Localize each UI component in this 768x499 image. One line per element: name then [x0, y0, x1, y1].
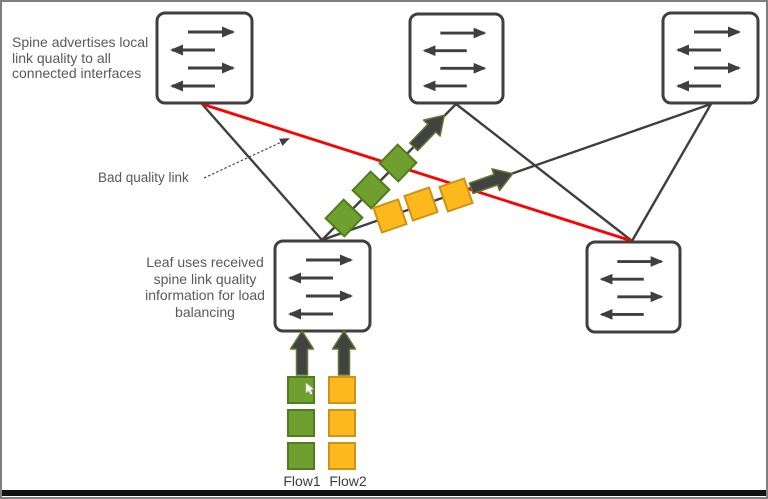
- flow2-packets-on-link: [372, 162, 518, 234]
- flow1-packet: [378, 143, 418, 183]
- bad-link-pointer-arrow: [203, 138, 290, 179]
- flow1-queue: [287, 376, 315, 470]
- flow2-packet: [438, 177, 474, 213]
- spine-switch-1: [155, 11, 254, 105]
- flow1-packet: [351, 170, 391, 210]
- leaf-switch-1: [273, 239, 372, 333]
- flow1-packet: [324, 198, 364, 238]
- thick-up-arrow-icon: [289, 330, 315, 376]
- spine-switch-3: [661, 11, 760, 105]
- flow1-packet: [287, 376, 315, 404]
- bad-quality-link: [201, 102, 633, 243]
- flow2-packet: [328, 376, 356, 404]
- leaf-note: Leaf uses received spine link quality in…: [145, 254, 265, 320]
- flow1-packet: [287, 442, 315, 470]
- flow2-packet: [403, 186, 439, 222]
- link-spine3-leaf2: [630, 103, 713, 242]
- link-spine1-leaf1: [201, 103, 323, 241]
- flow1-packet: [287, 409, 315, 437]
- flow2-label: Flow2: [329, 473, 367, 489]
- spine-switch-2-box: [408, 12, 505, 105]
- thick-up-right-arrow-icon: [466, 162, 518, 200]
- flow2-packet: [328, 409, 356, 437]
- bottom-edge-bar: [2, 490, 766, 496]
- spine-switch-1-box: [155, 11, 254, 105]
- leaf-switch-2: [585, 240, 682, 334]
- leaf-switch-1-box: [273, 239, 372, 333]
- link-spine2-leaf2: [455, 103, 633, 242]
- spine-switch-3-box: [661, 11, 760, 105]
- leaf-switch-2-box: [585, 240, 682, 334]
- flow1-label: Flow1: [283, 473, 321, 489]
- flow2-packet: [328, 442, 356, 470]
- ingress-arrows: [289, 330, 357, 376]
- flow2-queue: [328, 376, 356, 470]
- thick-up-arrow-icon: [331, 330, 357, 376]
- fabric-links: [201, 102, 713, 243]
- flow2-packet: [372, 198, 408, 234]
- mouse-cursor-icon: [305, 382, 315, 395]
- flow1-packets-on-link: [324, 106, 454, 238]
- spine-note: Spine advertises local link quality to a…: [12, 34, 149, 81]
- bad-quality-link-label: Bad quality link: [98, 170, 189, 185]
- spine-switch-2: [408, 12, 505, 105]
